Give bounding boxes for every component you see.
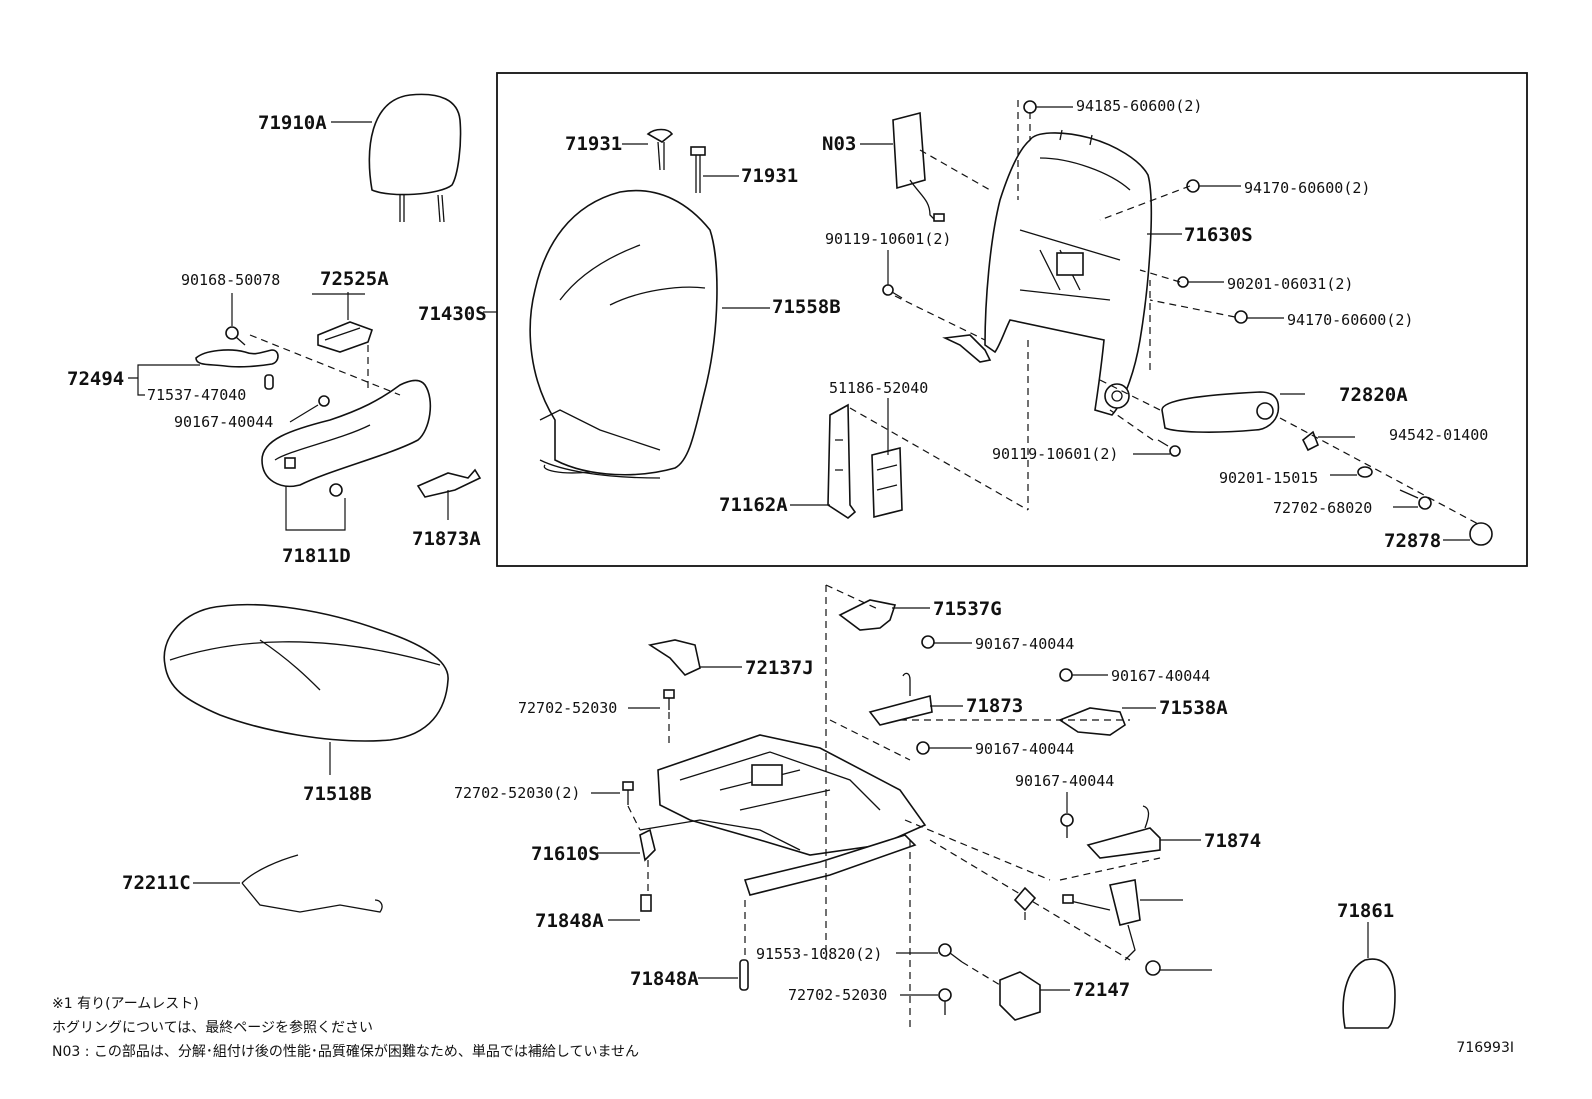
label-71537G: 71537G — [933, 598, 1002, 620]
bracket-71873A-part — [416, 468, 482, 498]
nut-94185-part — [1023, 100, 1037, 114]
label-71931-a: 71931 — [565, 133, 622, 155]
label-72525A: 72525A — [320, 268, 389, 290]
label-94542-01400: 94542-01400 — [1389, 426, 1488, 444]
lever-71874-part — [1086, 805, 1161, 859]
label-72702-68020: 72702-68020 — [1273, 499, 1372, 517]
bolt-90167-c-part — [1059, 668, 1073, 682]
label-90201-06031: 90201-06031(2) — [1227, 275, 1353, 293]
label-71162A: 71162A — [719, 494, 788, 516]
washer-90201-15015-part — [1357, 466, 1373, 478]
label-90167-40044-e: 90167-40044 — [1015, 772, 1114, 790]
label-71874: 71874 — [1204, 830, 1261, 852]
label-72878: 72878 — [1384, 530, 1441, 552]
cover-72147-part — [999, 971, 1041, 1021]
cover-72525A-part — [317, 321, 374, 353]
label-94170-60600-a: 94170-60600(2) — [1244, 179, 1370, 197]
bolt-90119a-part — [882, 284, 903, 299]
wire-72211C-part — [241, 854, 383, 913]
label-71630S: 71630S — [1184, 224, 1253, 246]
figure-number: 716993I — [1456, 1040, 1514, 1056]
label-71537-47040: 71537-47040 — [147, 386, 246, 404]
lever-71873-part — [868, 672, 933, 726]
label-90167-40044-a: 90167-40044 — [174, 413, 273, 431]
label-72820A: 72820A — [1339, 384, 1408, 406]
bolt-90167-e-part — [1060, 813, 1074, 838]
label-71848A-b: 71848A — [630, 968, 699, 990]
bolt-72702-68020-part — [1399, 489, 1432, 510]
cap-72878-part — [1469, 522, 1493, 546]
bolt-90167-d-part — [916, 741, 930, 755]
label-71873: 71873 — [966, 695, 1023, 717]
nut-94170b-part — [1234, 310, 1248, 324]
bracket-71538A-part — [1058, 707, 1126, 736]
lever-72494-part — [195, 349, 279, 390]
bolt-90167-b-part — [921, 635, 935, 649]
pin-71848A-b-part — [739, 959, 749, 991]
bolt-72702-52030c-part — [938, 988, 952, 1015]
label-71931-b: 71931 — [741, 165, 798, 187]
seatback-cover-part — [529, 189, 718, 479]
label-71910A: 71910A — [258, 112, 327, 134]
seat-adjuster-part — [639, 734, 927, 896]
label-71538A: 71538A — [1159, 697, 1228, 719]
headrest-part — [368, 93, 462, 223]
label-94170-60600-b: 94170-60600(2) — [1287, 311, 1413, 329]
bolt-72702-52030b-part — [622, 781, 634, 805]
footnote-3: N03 : この部品は、分解･組付け後の性能･品質確保が困難なため、単品では補給… — [52, 1044, 640, 1060]
label-72702-52030-a: 72702-52030 — [518, 699, 617, 717]
footnote-2: ホグリングについては、最終ページを参照ください — [52, 1020, 374, 1036]
footnote-1: ※1 有り(アームレスト) — [52, 996, 199, 1012]
side-shield-part — [261, 379, 432, 497]
label-51186-52040: 51186-52040 — [829, 379, 928, 397]
label-94185-60600: 94185-60600(2) — [1076, 97, 1202, 115]
cover-71537G-part — [838, 599, 897, 631]
headrest-guide-part-a — [646, 128, 674, 171]
side-airbag-N03-part — [892, 111, 945, 222]
cover-72137J-part — [647, 639, 701, 676]
armrest-72820A-part — [1161, 391, 1280, 433]
bolt-90168-part — [225, 326, 246, 346]
label-90167-40044-b: 90167-40044 — [975, 635, 1074, 653]
label-90119-10601-b: 90119-10601(2) — [992, 445, 1118, 463]
clip-94542-part — [1301, 430, 1320, 452]
label-71558B: 71558B — [772, 296, 841, 318]
label-90168-50078: 90168-50078 — [181, 271, 280, 289]
label-72494: 72494 — [67, 368, 124, 390]
clip-refer-part — [1013, 886, 1037, 912]
label-72137J: 72137J — [745, 657, 814, 679]
seatback-frame-part — [942, 129, 1153, 416]
label-71861: 71861 — [1337, 900, 1394, 922]
seatback-assembly-frame — [496, 72, 1528, 567]
headrest-guide-part-b — [690, 146, 706, 193]
label-91553-10820: 91553-10820(2) — [756, 945, 882, 963]
seat-cushion-part — [163, 603, 449, 742]
label-N03: N03 — [822, 133, 856, 155]
pin-71848A-a-part — [640, 894, 652, 912]
label-71873A: 71873A — [412, 528, 481, 550]
knob-71861-part — [1342, 958, 1396, 1029]
label-71518B: 71518B — [303, 783, 372, 805]
label-90167-40044-c: 90167-40044 — [1111, 667, 1210, 685]
label-71811D: 71811D — [282, 545, 351, 567]
label-72211C: 72211C — [122, 872, 191, 894]
label-71430S: 71430S — [418, 303, 487, 325]
label-90201-15015: 90201-15015 — [1219, 469, 1318, 487]
bracket-71162A-part — [827, 403, 857, 519]
label-72147: 72147 — [1073, 979, 1130, 1001]
label-90167-40044-d: 90167-40044 — [975, 740, 1074, 758]
pad-51186-part — [871, 446, 903, 519]
label-72702-52030-b: 72702-52030(2) — [454, 784, 580, 802]
label-90119-10601-a: 90119-10601(2) — [825, 230, 951, 248]
nut-buckle-part — [1145, 960, 1161, 976]
bolt-90119b-part — [1157, 439, 1181, 457]
label-71610S: 71610S — [531, 843, 600, 865]
label-72702-52030-c: 72702-52030 — [788, 986, 887, 1004]
bolt-72702-52030a-part — [663, 689, 675, 710]
seat-belt-buckle-part — [1062, 879, 1141, 961]
bolt-90167-part — [318, 395, 330, 407]
label-71848A-a: 71848A — [535, 910, 604, 932]
bolt-91553-part — [938, 943, 963, 963]
